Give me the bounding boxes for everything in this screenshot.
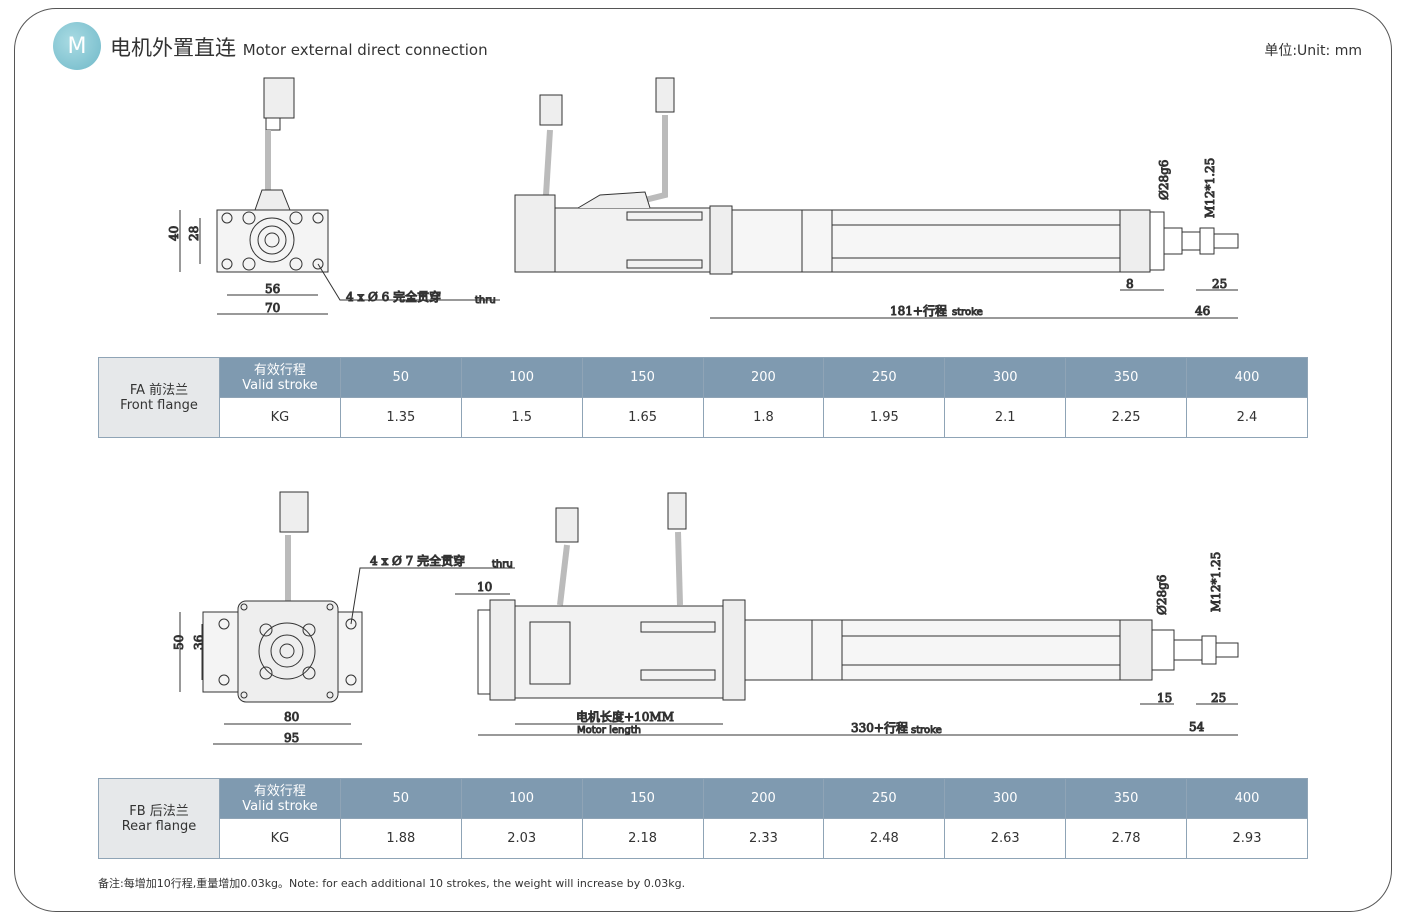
fa-hole-note: 4 x Ø 6 完全贯穿 (346, 289, 441, 304)
weight-cell: 2.4 (1186, 397, 1308, 438)
stroke-cell: 400 (1186, 778, 1308, 819)
stroke-cell: 350 (1065, 357, 1187, 398)
weight-cell: 1.35 (339, 397, 462, 438)
dim-fb-motor-length: 电机长度+10MM (576, 709, 674, 724)
dim-fb-width-inner: 80 (284, 710, 299, 724)
stroke-cell: 100 (460, 778, 583, 819)
weight-cell: 1.65 (581, 397, 704, 438)
stroke-cell: 150 (581, 357, 704, 398)
weight-cell: 2.33 (702, 818, 825, 859)
dim-fb-height-outer: 50 (172, 635, 186, 650)
weight-cell: 2.18 (581, 818, 704, 859)
section-badge: M (53, 22, 101, 70)
weight-cell: 2.25 (1065, 397, 1187, 438)
dim-fa-width-outer: 70 (265, 301, 280, 315)
fb-rod-diameter: Ø28g6 (1155, 575, 1169, 615)
stroke-cell: 50 (339, 778, 462, 819)
dim-fa-46: 46 (1195, 304, 1210, 318)
weight-cell: 1.88 (339, 818, 462, 859)
weight-cell: 2.78 (1065, 818, 1187, 859)
weight-cell: 2.03 (460, 818, 583, 859)
fa-side-view: Ø28g6 M12*1.25 8 25 181+行程 stroke 46 (514, 77, 1239, 319)
weight-cell: 2.93 (1186, 818, 1308, 859)
fa-hole-note-en: thru (475, 295, 496, 306)
fb-hole-note-en: thru (492, 559, 513, 570)
dim-fb-25: 25 (1211, 691, 1226, 705)
weight-cell: 1.5 (460, 397, 583, 438)
dim-fb-10: 10 (477, 580, 492, 594)
dim-fb-height-inner: 36 (192, 635, 206, 650)
stroke-cell: 250 (823, 357, 946, 398)
dim-fa-25: 25 (1212, 277, 1227, 291)
dim-fb-15: 15 (1157, 691, 1172, 705)
dim-fa-height-outer: 40 (167, 226, 181, 241)
stroke-header-en: Valid stroke (242, 798, 318, 814)
weight-cell: 2.1 (944, 397, 1067, 438)
dim-fb-length: 330+行程 (851, 720, 908, 735)
weight-cell: 2.48 (823, 818, 946, 859)
section-title: 电机外置直连 Motor external direct connection (110, 32, 488, 62)
stroke-cell: 300 (944, 357, 1067, 398)
dim-fb-width-outer: 95 (284, 731, 299, 745)
stroke-header-cn: 有效行程 (253, 362, 306, 378)
fa-front-view: 40 28 56 70 4 x Ø 6 完全贯穿 thru (167, 77, 500, 316)
fa-label-cn: FA 前法兰 (129, 382, 189, 398)
unit-label: 单位:Unit: mm (1264, 43, 1362, 59)
stroke-cell: 200 (702, 357, 825, 398)
fa-rod-diameter: Ø28g6 (1157, 160, 1171, 200)
stroke-header-en: Valid stroke (242, 377, 318, 393)
fb-label-en: Rear flange (121, 818, 197, 834)
stroke-cell: 300 (944, 778, 1067, 819)
dim-fb-length-en: stroke (911, 725, 942, 736)
dim-fa-8: 8 (1126, 277, 1134, 291)
page-frame (14, 8, 1392, 912)
title-cn: 电机外置直连 (110, 36, 236, 60)
fb-label-cn: FB 后法兰 (129, 803, 189, 819)
stroke-cell: 100 (460, 357, 583, 398)
dim-fb-motor-length-en: Motor length (577, 725, 641, 736)
fb-front-view: 50 36 80 95 4 x Ø 7 完全贯穿 thru (172, 491, 515, 746)
weight-cell: 1.8 (702, 397, 825, 438)
dim-fb-54: 54 (1189, 720, 1205, 734)
stroke-cell: 400 (1186, 357, 1308, 398)
title-en: Motor external direct connection (242, 41, 488, 59)
dim-fa-width-inner: 56 (265, 282, 280, 296)
stroke-header-cn: 有效行程 (253, 783, 306, 799)
dim-fa-length: 181+行程 (890, 303, 947, 318)
stroke-cell: 200 (702, 778, 825, 819)
kg-header: KG (219, 397, 341, 438)
stroke-cell: 50 (339, 357, 462, 398)
kg-header: KG (219, 818, 341, 859)
stroke-cell: 250 (823, 778, 946, 819)
weight-cell: 1.95 (823, 397, 946, 438)
stroke-cell: 150 (581, 778, 704, 819)
dim-fa-height-inner: 28 (187, 226, 201, 241)
weight-cell: 2.63 (944, 818, 1067, 859)
footnote: 备注:每增加10行程,重量增加0.03kg。Note: for each add… (98, 877, 686, 890)
fa-label-en: Front flange (120, 397, 198, 413)
stroke-cell: 350 (1065, 778, 1187, 819)
fb-thread: M12*1.25 (1209, 552, 1223, 612)
dim-fa-length-en: stroke (952, 307, 983, 318)
fb-hole-note: 4 x Ø 7 完全贯穿 (370, 553, 465, 568)
fa-thread: M12*1.25 (1203, 158, 1217, 218)
fb-side-view: 10 Ø28g6 M12*1.25 15 25 电机长度+10MM Motor … (455, 492, 1239, 737)
